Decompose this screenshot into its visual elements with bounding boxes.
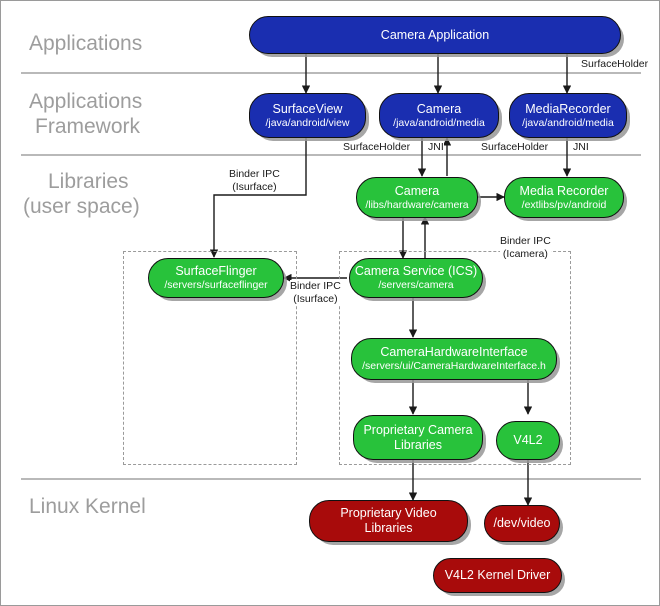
- node-proprietary-video-libraries[interactable]: Proprietary Video Libraries: [309, 500, 468, 542]
- node-title: Camera: [416, 101, 462, 116]
- edge-label-line1: SurfaceHolder: [581, 58, 649, 70]
- layer-label-libraries-line2: (user space): [23, 195, 140, 218]
- edge-label-surfaceholder-app: SurfaceHolder: [581, 58, 649, 71]
- edge-label-binder-ipc-isurface-top: Binder IPC (Isurface): [229, 168, 280, 193]
- node-title: Camera: [394, 183, 440, 198]
- node-subtitle: /java/android/media: [522, 116, 614, 129]
- node-camera-lib[interactable]: Camera /libs/hardware/camera: [356, 177, 478, 218]
- layer-label-applications-framework-line2: Framework: [35, 115, 141, 138]
- edge-label-surfaceholder-mediarecorder: SurfaceHolder: [481, 141, 549, 154]
- node-proprietary-camera-libraries[interactable]: Proprietary Camera Libraries: [353, 415, 483, 460]
- node-camerahardwareinterface[interactable]: CameraHardwareInterface /servers/ui/Came…: [351, 338, 557, 380]
- connectors: [209, 46, 572, 506]
- node-subtitle: /extlibs/pv/android: [521, 198, 607, 211]
- node-title: MediaRecorder: [525, 101, 611, 116]
- edge-label-line2: (Isurface): [293, 292, 338, 305]
- edge-label-line1: Binder IPC: [229, 168, 280, 180]
- node-subtitle: /libs/hardware/camera: [365, 198, 469, 211]
- node-title: V4L2 Kernel Driver: [444, 568, 551, 582]
- node-v4l2-kernel-driver[interactable]: V4L2 Kernel Driver: [433, 558, 562, 593]
- node-subtitle: /servers/surfaceflinger: [164, 279, 268, 291]
- node-title: CameraHardwareInterface: [380, 345, 528, 359]
- layer-label-applications-framework-line1: Applications: [29, 90, 143, 113]
- edge-label-binder-ipc-icamera: Binder IPC (Icamera): [500, 235, 551, 260]
- node-camera-framework[interactable]: Camera /java/android/media: [379, 93, 499, 138]
- edge-label-line1: Binder IPC: [500, 235, 551, 247]
- edge-label-line2: (Isurface): [232, 180, 277, 193]
- camera-service-group: [339, 251, 571, 465]
- layer-label-linux-kernel: Linux Kernel: [29, 495, 146, 518]
- node-title: SurfaceView: [272, 101, 343, 116]
- edge-label-binder-ipc-isurface-mid: Binder IPC (Isurface): [290, 280, 341, 305]
- node-title: V4L2: [513, 433, 543, 447]
- node-camera-service[interactable]: Camera Service (ICS) /servers/camera: [349, 258, 483, 298]
- node-subtitle: /java/android/media: [393, 116, 485, 129]
- node-mediarecorder[interactable]: MediaRecorder /java/android/media: [509, 93, 627, 138]
- layer-label-libraries-line1: Libraries: [48, 170, 129, 193]
- edge-label-surfaceholder-camera: SurfaceHolder: [343, 141, 411, 154]
- node-surfaceview[interactable]: SurfaceView /java/android/view: [249, 93, 366, 138]
- node-title: Proprietary Video Libraries: [340, 506, 437, 535]
- edge-label-line1: JNI: [428, 141, 444, 153]
- node-title: Proprietary Camera Libraries: [363, 422, 473, 452]
- edge-label-line1: Binder IPC: [290, 280, 341, 292]
- edge-label-line1: JNI: [573, 141, 589, 153]
- node-title: /dev/video: [493, 516, 551, 530]
- node-camera-application[interactable]: Camera Application: [249, 16, 621, 54]
- node-media-recorder-lib[interactable]: Media Recorder /extlibs/pv/android: [504, 177, 624, 218]
- node-title: Camera Service (ICS): [354, 264, 478, 278]
- layer-separators: [21, 72, 641, 480]
- node-subtitle: /servers/camera: [378, 279, 454, 291]
- node-title: Camera Application: [380, 27, 490, 42]
- node-dev-video[interactable]: /dev/video: [484, 505, 560, 542]
- edge-label-jni-camera: JNI: [428, 141, 444, 154]
- node-surfaceflinger[interactable]: SurfaceFlinger /servers/surfaceflinger: [148, 258, 284, 298]
- edge-label-line2: (Icamera): [502, 247, 548, 260]
- node-title: Media Recorder: [519, 183, 609, 198]
- edge-label-jni-mediarecorder: JNI: [573, 141, 589, 154]
- node-subtitle: /java/android/view: [265, 116, 350, 129]
- layer-label-applications: Applications: [29, 32, 143, 55]
- node-v4l2[interactable]: V4L2: [496, 421, 560, 460]
- edge-label-line1: SurfaceHolder: [481, 141, 549, 153]
- node-title: SurfaceFlinger: [175, 264, 257, 278]
- node-subtitle: /servers/ui/CameraHardwareInterface.h: [362, 360, 546, 372]
- edge-label-line1: SurfaceHolder: [343, 141, 411, 153]
